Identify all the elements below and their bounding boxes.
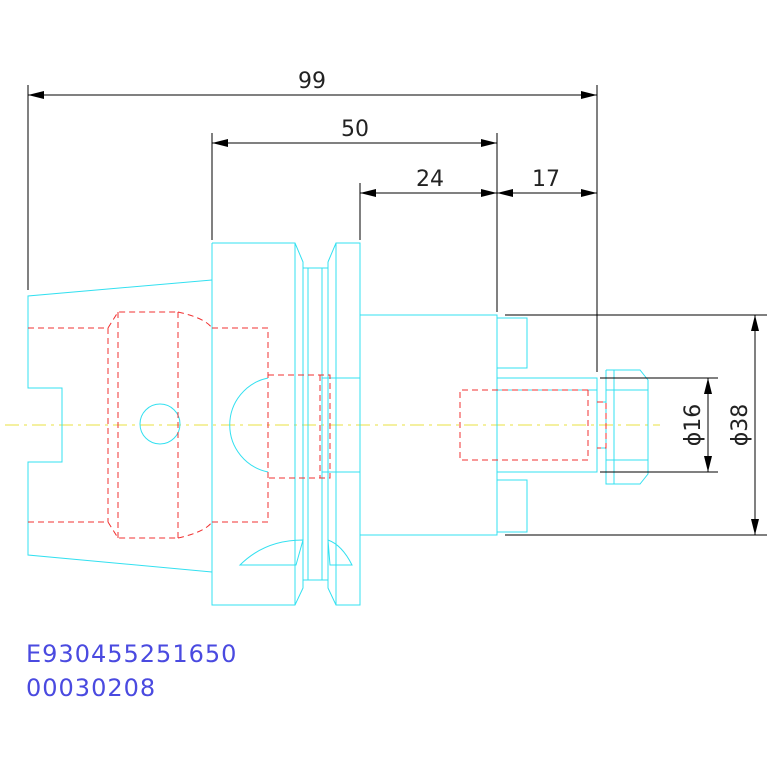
dim-text-d16: ϕ16 (681, 404, 706, 447)
dim-text-50: 50 (341, 117, 369, 142)
part-number: E930455251650 (26, 640, 238, 668)
drawing-code: 00030208 (26, 674, 157, 702)
dim-text-24: 24 (416, 167, 444, 192)
dimension-lines (27, 85, 767, 536)
dim-text-17: 17 (532, 167, 560, 192)
hidden-lines (28, 311, 607, 539)
tool-holder-outline (27, 242, 649, 606)
dim-text-99: 99 (298, 69, 326, 94)
dim-text-d38: ϕ38 (728, 404, 753, 447)
